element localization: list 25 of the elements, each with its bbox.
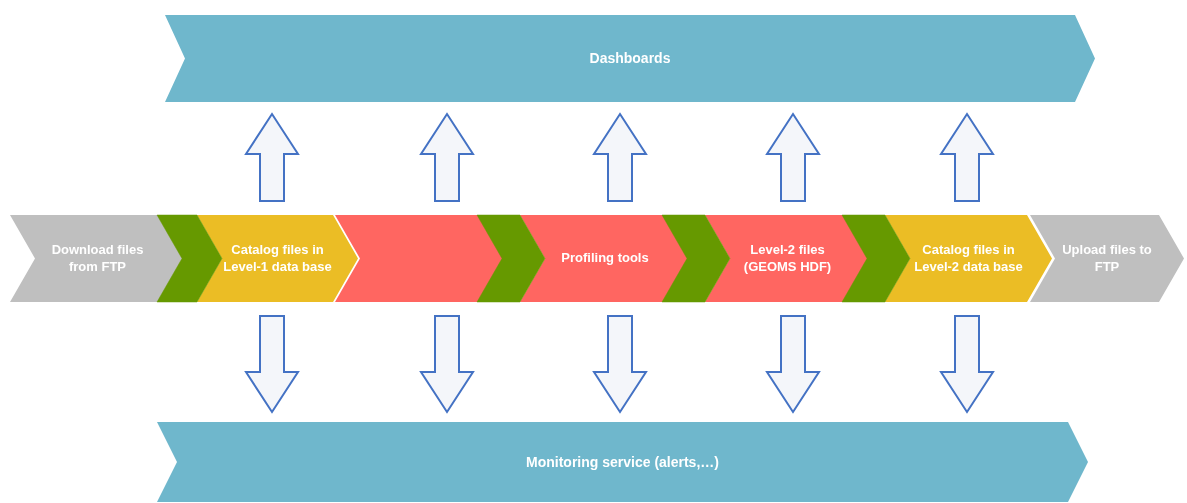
step-label: Catalog files in Level-1 data base	[222, 241, 333, 276]
step-label: Monitoring service (alerts,…)	[526, 452, 719, 472]
chevron-arrow	[661, 214, 731, 303]
block-arrow	[765, 315, 821, 414]
chevron-arrow	[841, 214, 911, 303]
step-label: Level-2 files (GEOMS HDF)	[742, 241, 833, 276]
chevron-step	[1030, 215, 1184, 302]
step-label: Dashboards	[589, 49, 671, 68]
block-arrow	[244, 315, 300, 414]
step-label: Upload files to FTP	[1061, 241, 1153, 276]
block-arrow	[592, 112, 648, 202]
block-arrow	[592, 315, 648, 414]
chevron-arrow	[476, 214, 546, 303]
block-arrow	[244, 112, 300, 202]
block-arrow	[939, 315, 995, 414]
chevron-step	[197, 215, 358, 302]
block-arrow	[419, 315, 475, 414]
step-label: Profiling tools	[561, 250, 649, 267]
block-arrow	[419, 112, 475, 202]
step-label: Catalog files in Level-2 data base	[913, 241, 1024, 276]
chevron-step	[885, 215, 1052, 302]
step-label: Download files from FTP	[50, 241, 145, 276]
block-arrow	[939, 112, 995, 202]
block-arrow	[765, 112, 821, 202]
chevron-arrow	[156, 214, 223, 303]
